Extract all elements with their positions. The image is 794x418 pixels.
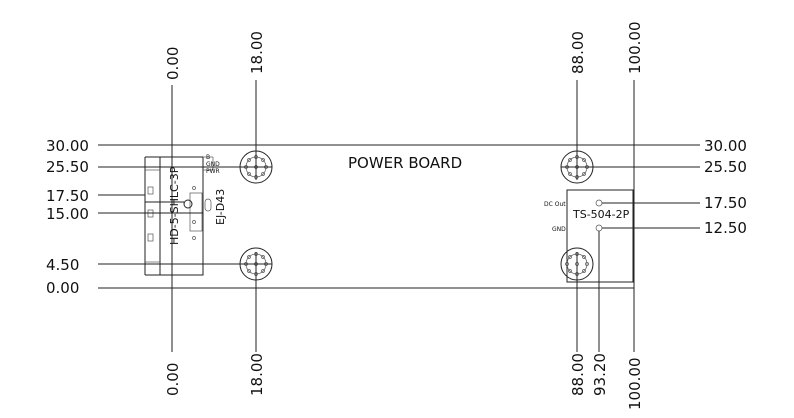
dim-label-right-17: 17.50 xyxy=(704,194,747,212)
dim-label-right-30: 30.00 xyxy=(704,137,747,155)
dim-label-left-30: 30.00 xyxy=(46,137,89,155)
dim-label-bottom-88: 88.00 xyxy=(569,353,587,396)
board-title: POWER BOARD xyxy=(348,154,462,172)
dim-label-bottom-100: 100.00 xyxy=(626,358,644,411)
dim-label-bottom-0: 0.00 xyxy=(164,363,182,396)
dim-label-right-25: 25.50 xyxy=(704,158,747,176)
left-connector-label-b: EJ-D43 xyxy=(214,189,227,225)
dim-label-left-4: 4.50 xyxy=(46,256,79,274)
pin-label-gnd: GND xyxy=(552,226,566,233)
dim-label-left-25: 25.50 xyxy=(46,158,89,176)
left-power-connector xyxy=(144,156,214,276)
left-connector-label: HD-5-SHLC-3P xyxy=(168,166,181,245)
pin-label-gnd-left: GND xyxy=(206,161,220,168)
terminal-pin-dc-out xyxy=(595,199,603,207)
dim-label-bottom-93: 93.20 xyxy=(591,353,609,396)
dim-label-left-17: 17.50 xyxy=(46,187,89,205)
right-connector-label: TS-504-2P xyxy=(572,208,630,221)
dim-label-top-18: 18.00 xyxy=(248,31,266,74)
terminal-pin-gnd xyxy=(595,224,603,232)
dim-label-top-0: 0.00 xyxy=(164,47,182,80)
dim-label-left-0: 0.00 xyxy=(46,279,79,297)
dim-label-top-88: 88.00 xyxy=(569,31,587,74)
dim-label-bottom-18: 18.00 xyxy=(248,353,266,396)
dim-label-left-15: 15.00 xyxy=(46,205,89,223)
pin-label-pwr: PWR xyxy=(206,168,220,175)
dim-label-top-100: 100.00 xyxy=(626,22,644,75)
dim-label-right-12: 12.50 xyxy=(704,219,747,237)
pin-label-dc-out: DC Out xyxy=(544,201,566,208)
board-outline xyxy=(171,144,635,289)
pin-label-b: B xyxy=(206,154,210,161)
right-terminal-block xyxy=(566,189,634,283)
